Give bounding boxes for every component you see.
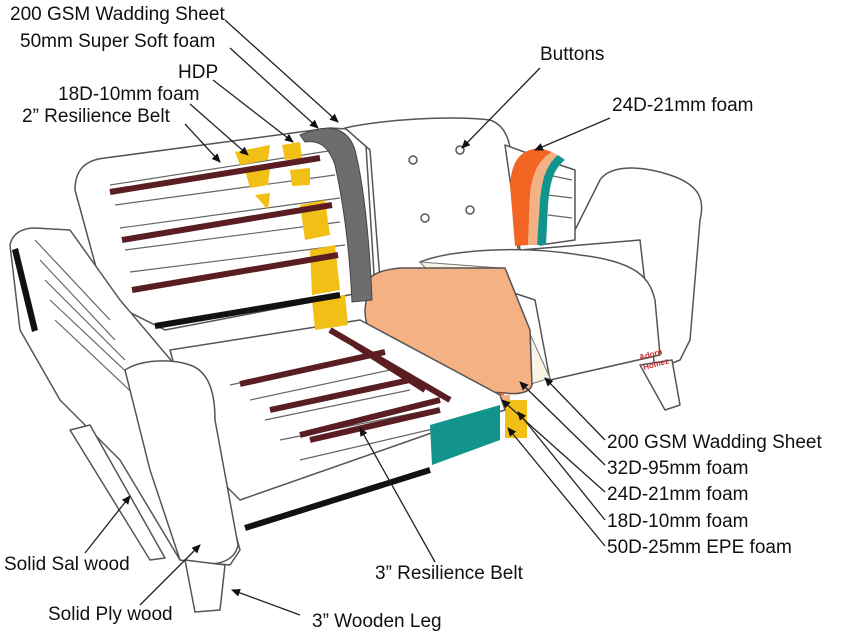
- button-icon: [408, 155, 418, 165]
- label-24d-arm: 24D-21mm foam: [612, 95, 754, 116]
- seat-belts: [239, 327, 452, 531]
- label-24d-seat: 24D-21mm foam: [607, 484, 749, 505]
- left-leg-front: [184, 559, 226, 613]
- back-belts: [109, 155, 341, 329]
- back-wadding-sheet: [299, 127, 373, 303]
- label-epe: 50D-25mm EPE foam: [607, 537, 792, 558]
- button-icon: [420, 213, 430, 223]
- label-top-wadding: 200 GSM Wadding Sheet: [10, 4, 225, 25]
- label-18d-seat: 18D-10mm foam: [607, 511, 749, 532]
- left-arm: [9, 227, 241, 566]
- label-sal-wood: Solid Sal wood: [4, 554, 130, 575]
- arm-foam-teal: [537, 155, 565, 245]
- label-seat-wadding: 200 GSM Wadding Sheet: [607, 432, 822, 453]
- label-hdp: HDP: [178, 62, 218, 83]
- arm-foam-orange: [510, 148, 552, 246]
- epe-foam-teal: [430, 405, 500, 465]
- leader-arrows: [84, 19, 611, 616]
- labels: 200 GSM Wadding Sheet 50mm Super Soft fo…: [4, 4, 822, 632]
- label-buttons: Buttons: [540, 44, 604, 65]
- left-leg-back: [69, 424, 166, 561]
- label-resilience-3: 3” Resilience Belt: [375, 563, 524, 584]
- label-super-soft: 50mm Super Soft foam: [20, 31, 215, 52]
- button-icon: [465, 205, 475, 215]
- label-wooden-leg: 3” Wooden Leg: [312, 611, 442, 632]
- arm-foam-peach: [528, 152, 558, 245]
- label-ply-wood: Solid Ply wood: [48, 604, 173, 625]
- label-resilience-2: 2” Resilience Belt: [22, 106, 171, 127]
- right-leg: [639, 359, 681, 411]
- label-18d-back: 18D-10mm foam: [58, 84, 200, 105]
- label-32d: 32D-95mm foam: [607, 458, 749, 479]
